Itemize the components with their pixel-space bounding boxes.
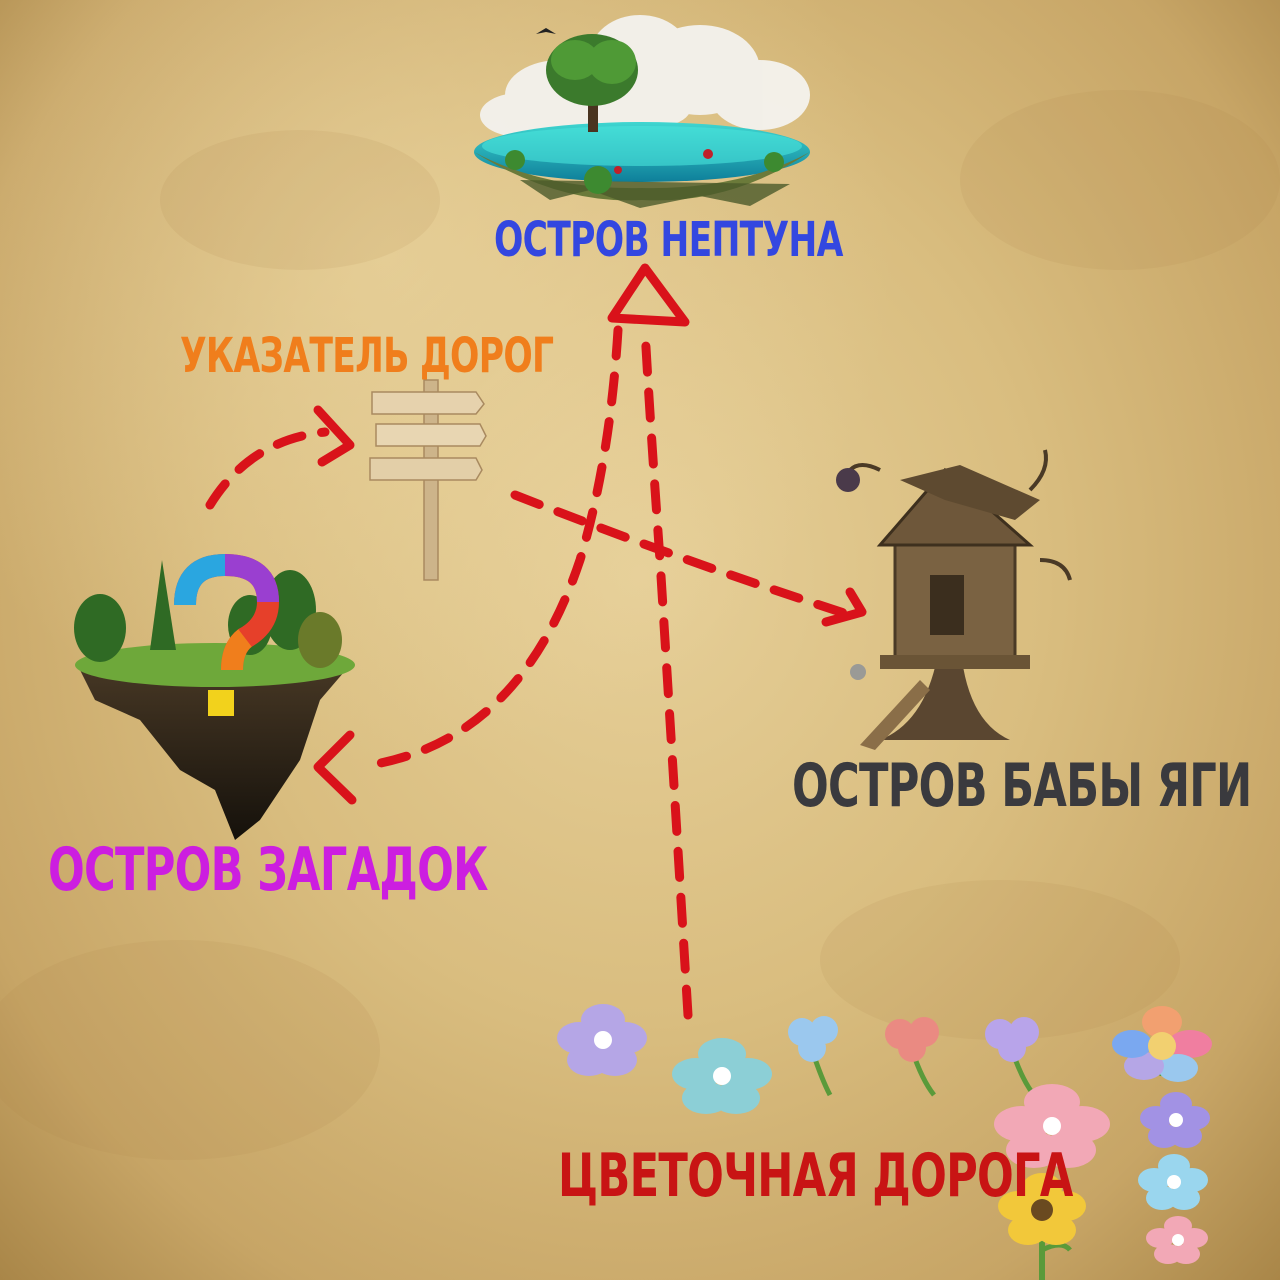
flower-icon [998, 1173, 1086, 1280]
paper-stains [0, 90, 1280, 1160]
flower-icon [1138, 1154, 1208, 1210]
flower-icon [1140, 1092, 1210, 1148]
riddle-island-icon[interactable] [74, 553, 355, 840]
neptune-island-icon[interactable] [474, 15, 810, 208]
arrowhead-signpost [313, 405, 355, 467]
flower-icon [672, 1038, 772, 1114]
arrowhead-neptune [607, 263, 690, 327]
flower-icon [1112, 1006, 1212, 1082]
flowers-group [557, 1004, 1212, 1280]
flower-road-label: ЦВЕТОЧНАЯ ДОРОГА [558, 1141, 1073, 1211]
path-riddles-to-signpost [205, 427, 330, 510]
flower-icon [557, 1004, 647, 1076]
path-neptune-to-riddles [365, 325, 623, 770]
arrowhead-yaga [821, 587, 867, 627]
flower-icon [985, 1017, 1039, 1097]
flower-icon [885, 1017, 939, 1097]
signpost-label: УКАЗАТЕЛЬ ДОРОГ [180, 328, 554, 384]
flower-icon [1146, 1216, 1208, 1264]
yaga-hut-icon[interactable] [836, 449, 1072, 750]
flower-icon [788, 1016, 838, 1097]
route-paths [205, 325, 855, 1020]
route-arrowheads [313, 263, 867, 805]
signpost-icon[interactable] [369, 379, 487, 581]
path-flowers-to-neptune [640, 325, 693, 1020]
arrowhead-riddles [313, 730, 357, 805]
riddle-island-label: ОСТРОВ ЗАГАДОК [48, 835, 488, 905]
path-signpost-to-yaga [510, 490, 855, 620]
baba-yaga-island-label: ОСТРОВ БАБЫ ЯГИ [792, 751, 1252, 821]
neptune-island-label: ОСТРОВ НЕПТУНА [494, 212, 843, 268]
flower-icon [994, 1084, 1110, 1168]
